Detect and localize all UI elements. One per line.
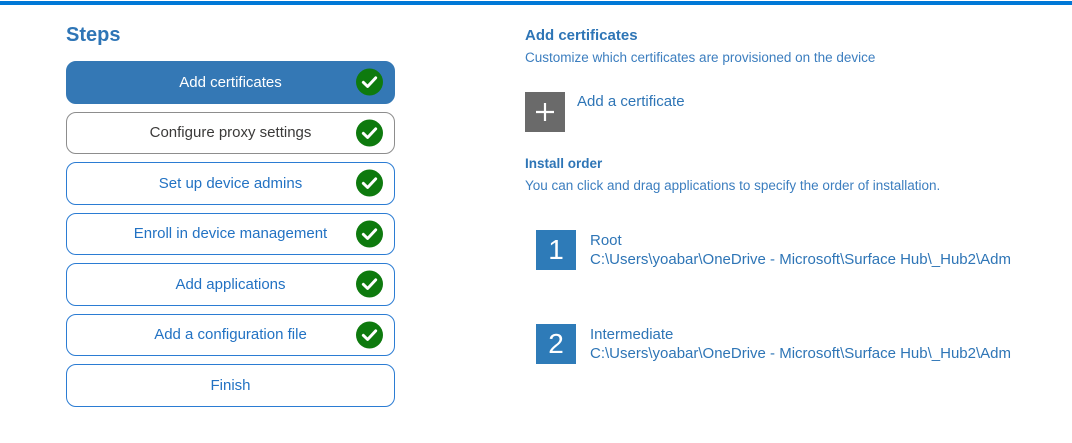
step-label: Configure proxy settings	[149, 124, 312, 142]
add-certificate-button[interactable]: Add a certificate	[525, 92, 685, 132]
top-accent-bar	[0, 1, 1072, 5]
page-title: Add certificates	[525, 27, 638, 44]
order-number-tile: 1	[536, 230, 576, 270]
page-subtitle: Customize which certificates are provisi…	[525, 50, 876, 65]
step-label: Add applications	[175, 275, 286, 293]
certificate-path: C:\Users\yoabar\OneDrive - Microsoft\Sur…	[590, 251, 1011, 268]
order-number-tile: 2	[536, 324, 576, 364]
steps-heading: Steps	[66, 24, 121, 46]
step-enroll-in-device-management[interactable]: Enroll in device management	[66, 212, 395, 255]
install-order-description: You can click and drag applications to s…	[525, 178, 941, 193]
step-add-certificates[interactable]: Add certificates	[66, 61, 395, 104]
plus-icon[interactable]	[525, 92, 565, 132]
step-label: Add a configuration file	[154, 326, 307, 344]
step-label: Finish	[210, 376, 251, 394]
check-circle-icon	[356, 68, 383, 96]
check-circle-icon	[356, 321, 383, 349]
install-order-heading: Install order	[525, 156, 603, 171]
steps-list: Add certificates Configure proxy setting…	[66, 61, 395, 407]
step-label: Add certificates	[179, 73, 282, 91]
step-add-applications[interactable]: Add applications	[66, 263, 395, 306]
step-configure-proxy-settings[interactable]: Configure proxy settings	[66, 111, 395, 154]
step-set-up-device-admins[interactable]: Set up device admins	[66, 162, 395, 205]
step-finish[interactable]: Finish	[66, 364, 395, 407]
certificate-name: Intermediate	[590, 326, 674, 343]
check-circle-icon	[356, 220, 383, 248]
add-certificate-label: Add a certificate	[577, 93, 685, 110]
install-order-item-root[interactable]: 1 Root C:\Users\yoabar\OneDrive - Micros…	[536, 230, 1011, 270]
check-circle-icon	[356, 270, 383, 298]
order-item-text: Root C:\Users\yoabar\OneDrive - Microsof…	[590, 231, 1011, 269]
certificate-name: Root	[590, 232, 622, 249]
check-circle-icon	[356, 119, 383, 147]
step-add-a-configuration-file[interactable]: Add a configuration file	[66, 313, 395, 356]
certificate-path: C:\Users\yoabar\OneDrive - Microsoft\Sur…	[590, 345, 1011, 362]
step-label: Set up device admins	[158, 174, 303, 192]
order-item-text: Intermediate C:\Users\yoabar\OneDrive - …	[590, 325, 1011, 363]
install-order-item-intermediate[interactable]: 2 Intermediate C:\Users\yoabar\OneDrive …	[536, 324, 1011, 364]
check-circle-icon	[356, 169, 383, 197]
step-label: Enroll in device management	[133, 225, 328, 243]
